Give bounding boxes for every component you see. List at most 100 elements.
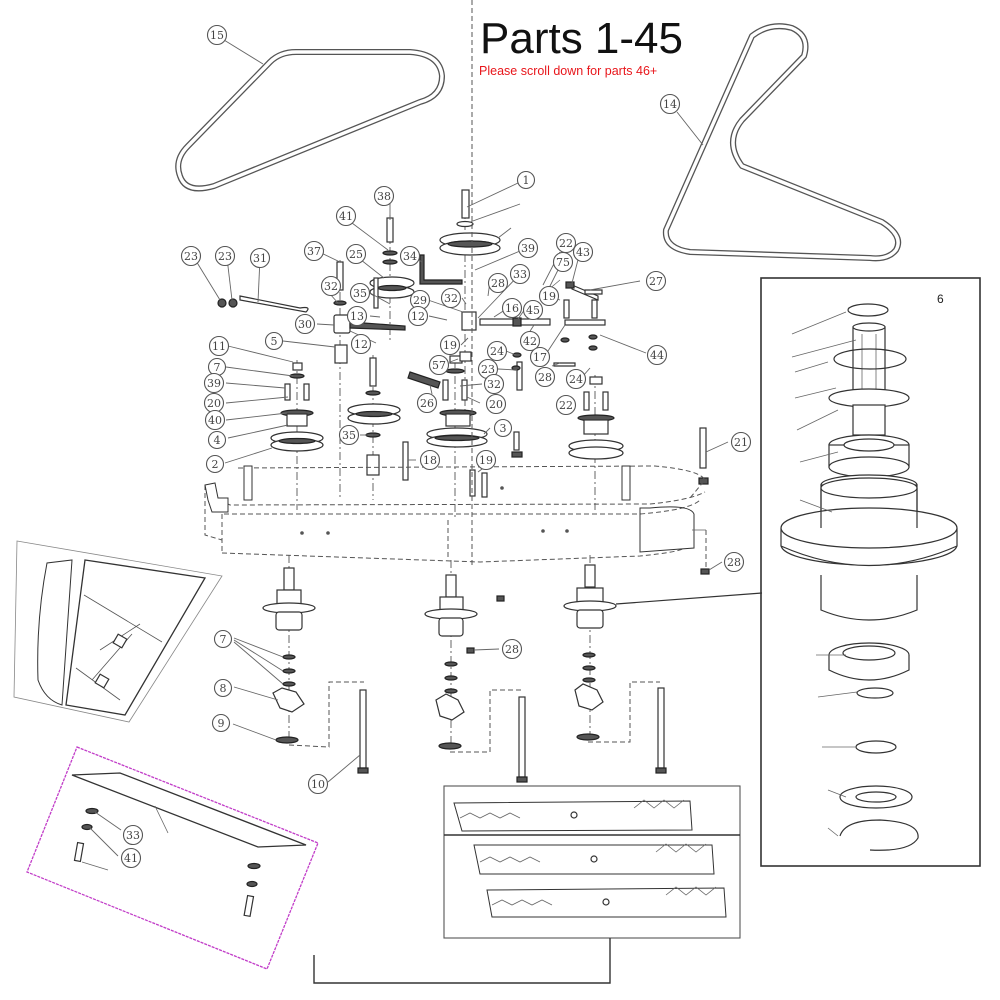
part-callout-30: 30 — [294, 313, 316, 335]
part-callout-12: 12 — [407, 305, 429, 327]
callout-number: 5 — [271, 335, 278, 348]
part-callout-13: 13 — [346, 305, 368, 327]
callout-bubble — [516, 170, 536, 190]
callout-bubble — [483, 373, 505, 395]
callout-number: 24 — [490, 345, 504, 358]
callout-bubble — [264, 331, 284, 351]
callout-bubble — [303, 240, 325, 262]
callout-bubble — [509, 263, 531, 285]
callout-bubble — [501, 638, 523, 660]
callout-number: 41 — [124, 852, 138, 865]
detail-inset-label: 6 — [937, 292, 944, 306]
callout-bubble — [407, 305, 429, 327]
callout-bubble — [419, 449, 441, 471]
callout-number: 38 — [377, 190, 391, 203]
callout-bubble — [501, 297, 523, 319]
callout-number: 16 — [505, 302, 519, 315]
callout-bubble — [555, 394, 577, 416]
part-callout-12: 12 — [350, 333, 372, 355]
callout-bubble — [399, 245, 421, 267]
callout-number: 13 — [350, 310, 364, 323]
callout-number: 2 — [212, 458, 219, 471]
callout-number: 44 — [650, 349, 664, 362]
part-callout-41: 41 — [120, 847, 142, 869]
callout-number: 41 — [339, 210, 353, 223]
leader-lines — [89, 39, 729, 857]
callout-number: 35 — [342, 429, 356, 442]
callout-bubble — [538, 285, 560, 307]
part-callout-2: 2 — [205, 454, 225, 474]
part-callout-22: 22 — [555, 232, 577, 254]
callout-number: 19 — [479, 454, 493, 467]
callout-number: 28 — [491, 277, 505, 290]
part-callout-24: 24 — [565, 368, 587, 390]
callout-number: 23 — [481, 363, 495, 376]
part-callout-28: 28 — [723, 551, 745, 573]
callout-bubble — [529, 346, 551, 368]
part-callout-28: 28 — [534, 366, 556, 388]
part-callout-19: 19 — [439, 334, 461, 356]
callout-number: 23 — [184, 250, 198, 263]
callout-bubble — [659, 93, 681, 115]
callout-bubble — [572, 241, 594, 263]
callout-bubble — [204, 409, 226, 431]
callout-bubble — [440, 287, 462, 309]
callout-number: 18 — [423, 454, 437, 467]
callout-bubble — [294, 313, 316, 335]
callout-bubble — [346, 305, 368, 327]
callout-number: 8 — [220, 682, 227, 695]
callout-bubble — [345, 243, 367, 265]
callout-number: 45 — [526, 304, 540, 317]
callout-bubble — [122, 824, 144, 846]
part-callout-18: 18 — [419, 449, 441, 471]
part-callout-28: 28 — [501, 638, 523, 660]
callout-number: 28 — [538, 371, 552, 384]
part-callout-41: 41 — [335, 205, 357, 227]
callout-bubble — [213, 629, 233, 649]
part-callout-43: 43 — [572, 241, 594, 263]
part-callout-7: 7 — [213, 629, 233, 649]
callout-bubble — [335, 205, 357, 227]
callout-bubble — [517, 237, 539, 259]
part-callout-15: 15 — [206, 24, 228, 46]
callout-bubble — [486, 340, 508, 362]
callout-bubble — [485, 393, 507, 415]
part-callout-32: 32 — [483, 373, 505, 395]
callout-number: 39 — [521, 242, 535, 255]
part-callout-75: 75 — [552, 251, 574, 273]
part-callout-32: 32 — [320, 275, 342, 297]
callout-bubble — [320, 275, 342, 297]
part-callout-40: 40 — [204, 409, 226, 431]
callout-bubble — [350, 333, 372, 355]
part-callout-44: 44 — [646, 344, 668, 366]
part-callout-4: 4 — [207, 430, 227, 450]
callout-number: 24 — [569, 373, 583, 386]
callout-bubble — [646, 344, 668, 366]
callout-bubble — [416, 392, 438, 414]
callout-bubble — [180, 245, 202, 267]
part-callout-19: 19 — [538, 285, 560, 307]
part-callout-33: 33 — [509, 263, 531, 285]
callout-number: 28 — [727, 556, 741, 569]
part-callout-32: 32 — [440, 287, 462, 309]
blade-2 — [473, 843, 715, 875]
callout-number: 32 — [324, 280, 338, 293]
callout-number: 57 — [432, 359, 446, 372]
part-callout-3: 3 — [493, 418, 513, 438]
part-callout-1: 1 — [516, 170, 536, 190]
callout-number: 22 — [559, 237, 573, 250]
callout-bubble — [213, 678, 233, 698]
part-callout-23: 23 — [214, 245, 236, 267]
spindle-left — [262, 555, 369, 774]
callout-number: 26 — [420, 397, 434, 410]
callout-number: 39 — [207, 377, 221, 390]
part-callout-26: 26 — [416, 392, 438, 414]
callout-number: 32 — [444, 292, 458, 305]
callout-bubble — [493, 418, 513, 438]
callout-number: 4 — [214, 434, 221, 447]
callout-number: 20 — [489, 398, 503, 411]
part-callout-9: 9 — [211, 713, 231, 733]
callout-bubble — [207, 430, 227, 450]
callout-number: 32 — [487, 378, 501, 391]
